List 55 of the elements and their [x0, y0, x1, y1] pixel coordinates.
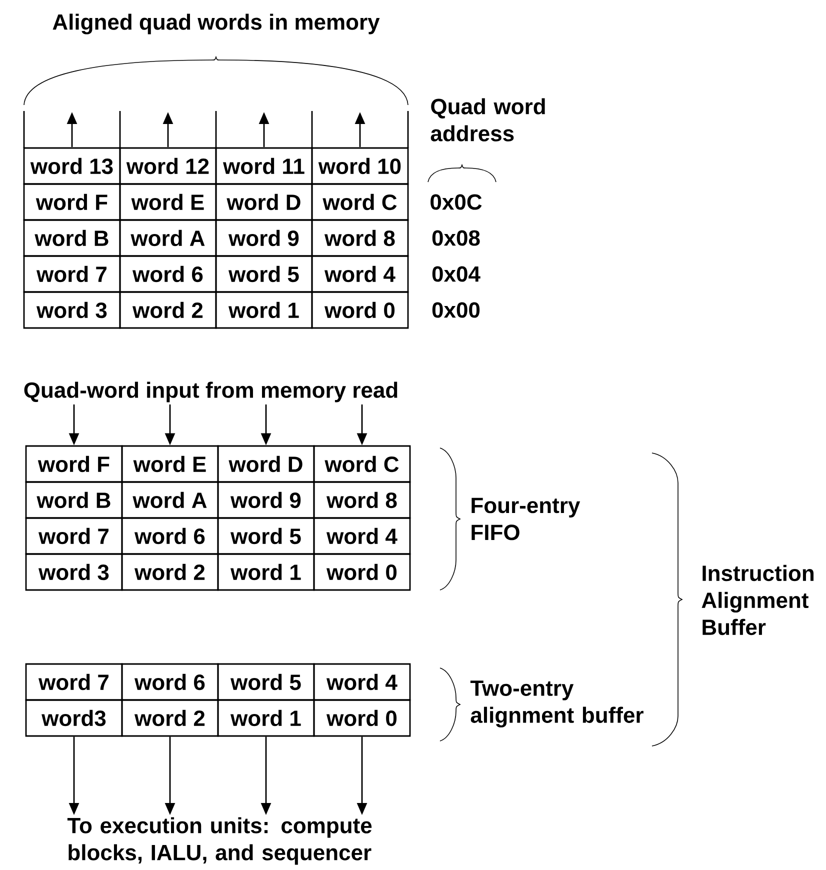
table-cell: word 0 — [313, 553, 411, 591]
table-cell: word 0 — [313, 699, 411, 737]
table-cell: word A — [119, 219, 217, 257]
table-cell: word 4 — [313, 663, 411, 701]
table-cell: word 5 — [217, 517, 315, 555]
address-heading: Quad word address — [430, 98, 545, 142]
table-cell: word 2 — [121, 553, 219, 591]
table-cell: word B — [25, 481, 123, 519]
table-cell: word 8 — [313, 481, 411, 519]
table-cell: word 5 — [215, 255, 313, 293]
table-cell: word C — [311, 183, 409, 221]
brace-label: Four-entry FIFO — [472, 498, 580, 540]
address-label: 0x00 — [432, 302, 480, 318]
table-cell: word 0 — [311, 291, 409, 329]
table-cell: word 9 — [217, 481, 315, 519]
table-cell: word 4 — [311, 255, 409, 293]
table-cell: word F — [25, 445, 123, 483]
table-cell: word 2 — [119, 291, 217, 329]
table-cell: word 3 — [23, 291, 121, 329]
table-cell: word A — [121, 481, 219, 519]
table-cell: word 5 — [217, 663, 315, 701]
table-cell: word 12 — [119, 147, 217, 185]
address-label: 0x04 — [432, 266, 480, 282]
address-label: 0x0C — [430, 194, 482, 210]
table-cell: word 1 — [215, 291, 313, 329]
heading: Aligned quad words in memory — [52, 14, 380, 34]
table-cell: word 11 — [215, 147, 313, 185]
brace-label: Two-entry alignment buffer — [470, 680, 644, 728]
table-cell: word 6 — [119, 255, 217, 293]
table-cell: word 6 — [121, 517, 219, 555]
output-label: To execution units: compute blocks, IALU, and sequencer — [67, 817, 372, 865]
table-cell: word C — [313, 445, 411, 483]
table-cell: word 8 — [311, 219, 409, 257]
table-cell: word 1 — [217, 553, 315, 591]
table-cell: word 7 — [23, 255, 121, 293]
table-cell: word 10 — [311, 147, 409, 185]
table-cell: word E — [119, 183, 217, 221]
table-cell: word 4 — [313, 517, 411, 555]
table-cell: word D — [217, 445, 315, 483]
table-cell: word3 — [25, 699, 123, 737]
table-cell: word 7 — [25, 663, 123, 701]
table-cell: word B — [23, 219, 121, 257]
table-cell: word 2 — [121, 699, 219, 737]
table-cell: word 7 — [25, 517, 123, 555]
table-cell: word D — [215, 183, 313, 221]
input-label: Quad-word input from memory read — [24, 382, 398, 402]
table-cell: word 3 — [25, 553, 123, 591]
address-label: 0x08 — [432, 230, 480, 246]
table-cell: word 1 — [217, 699, 315, 737]
table-cell: word F — [23, 183, 121, 221]
table-cell: word 9 — [215, 219, 313, 257]
table-cell: word E — [121, 445, 219, 483]
table-cell: word 13 — [23, 147, 121, 185]
table-cell: word 6 — [121, 663, 219, 701]
brace-label: Instruction Alignment Buffer — [702, 564, 814, 636]
